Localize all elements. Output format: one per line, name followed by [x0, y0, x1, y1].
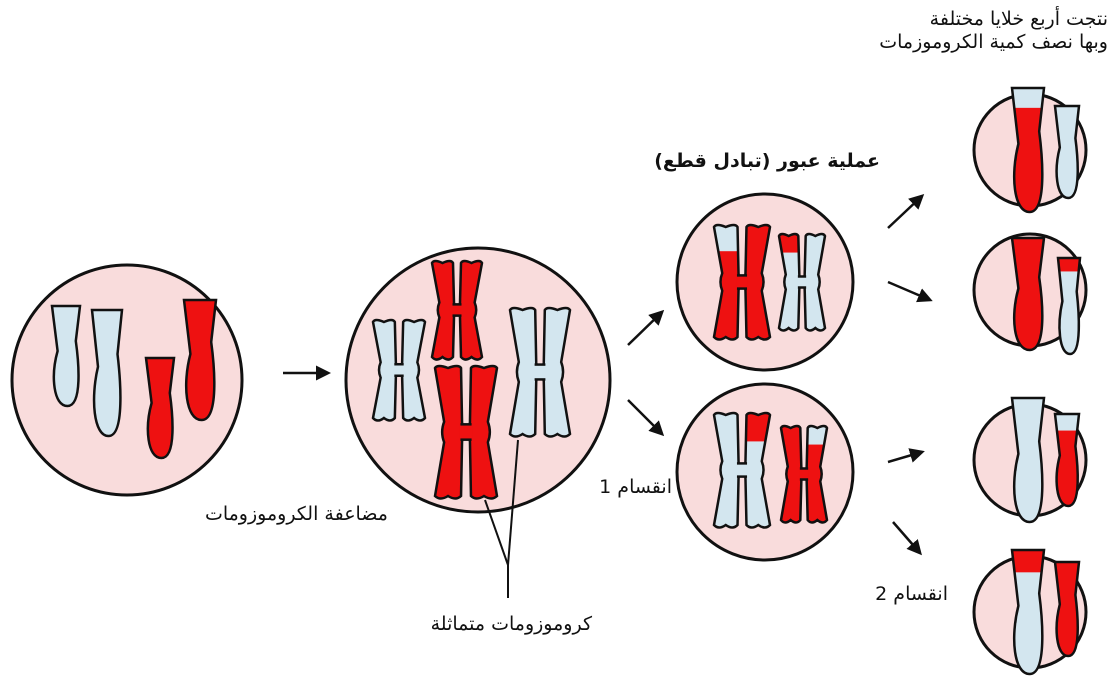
division-2-label: انقسام 2: [858, 583, 948, 606]
arrow-division1-up: [628, 312, 662, 345]
cell-division1-bottom: [677, 384, 853, 560]
crossing-over-label: عملية عبور (تبادل قطع): [660, 150, 880, 173]
chromosome-blue-long: [52, 306, 80, 406]
duplication-label: مضاعفة الكروموزومات: [188, 503, 388, 526]
result-label-line-2: وبها نصف كمية الكروموزمات: [830, 31, 1108, 54]
arrow-division2-3: [888, 452, 922, 462]
result-label-line-1: نتجت أربع خلايا مختلفة: [830, 8, 1108, 31]
final-4-red: [1055, 562, 1079, 656]
final-1-blue: [1055, 106, 1079, 198]
final-3-blue: [1012, 398, 1044, 522]
arrow-division2-1: [888, 196, 922, 228]
homologous-label: كروموزومات متماثلة: [392, 613, 592, 636]
chromosome-red-long: [184, 300, 216, 420]
arrow-division1-down: [628, 400, 662, 434]
chromosome-red-short: [146, 358, 174, 458]
chromosome-blue-short: [92, 310, 122, 436]
division-1-label: انقسام 1: [582, 476, 672, 499]
arrow-division2-4: [893, 522, 920, 553]
cell-division1-top: [677, 194, 853, 370]
result-label: نتجت أربع خلايا مختلفة وبها نصف كمية الك…: [830, 8, 1108, 54]
final-2-red: [1012, 238, 1044, 350]
arrow-division2-2: [888, 282, 930, 300]
